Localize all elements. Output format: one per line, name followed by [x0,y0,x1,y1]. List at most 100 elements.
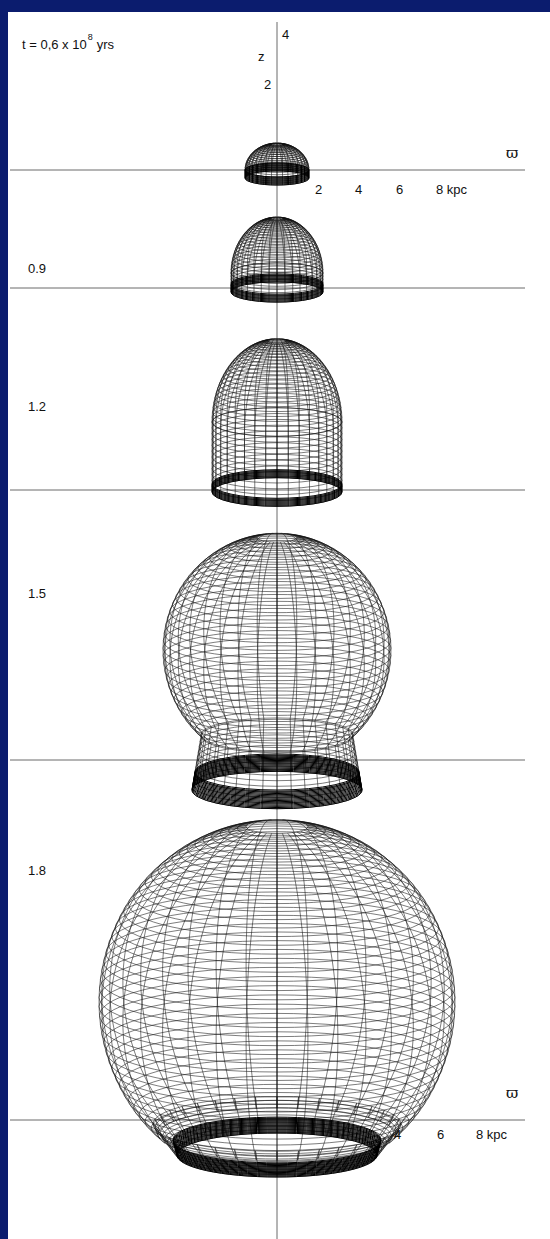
meridian-line [277,217,278,282]
axes [10,22,525,1239]
bubble-wireframe [99,820,455,1177]
bubble-base-band [192,754,362,809]
axis-label: 1.2 [28,400,46,413]
bubble-wireframes [99,143,455,1177]
base-ring [245,164,309,178]
meridian-line [213,340,268,489]
base-ring [173,1118,381,1164]
meridian-line [286,340,341,489]
meridian-line [285,340,333,485]
axis-label: 8 [88,33,93,42]
base-ring [174,1120,381,1165]
meridian-line [170,536,259,783]
bubble-wireframe [245,143,309,185]
axis-symbol: ϖ [506,146,518,161]
meridian-line [286,340,339,487]
meridian-line [308,827,455,1155]
meridian-line [297,822,392,1139]
meridian-line [178,536,260,781]
axis-label: 8 kpc [476,1128,507,1141]
axis-label: 4 [394,1128,401,1141]
axis-label: 2 [315,183,322,196]
meridian-line [282,820,308,1133]
meridian-line [99,827,246,1155]
meridian-line [123,830,250,1166]
meridian-line [283,339,319,481]
meridian-line [269,220,276,302]
meridian-line [255,339,274,479]
axis-label: 8 kpc [436,183,467,196]
axis-label: yrs [97,38,114,51]
bubble-base-band [212,470,342,507]
meridian-line [282,339,310,480]
axis-label: t = 0,6 x 10 [22,38,87,51]
base-ring [173,1117,381,1163]
meridian-line [297,537,390,787]
base-ring [231,276,323,296]
meridian-line [165,537,258,787]
axis-label: 2 [264,78,271,91]
meridian-line [190,535,262,778]
meridian-line [163,538,257,790]
meridian-line [163,822,258,1139]
base-ring [212,471,342,500]
meridian-line [216,820,266,1134]
meridian-line [254,217,274,283]
bubble-base-band [173,1117,381,1177]
meridian-line [284,534,316,773]
meridian-line [278,217,285,282]
meridian-line [110,829,248,1162]
meridian-line [294,536,376,781]
meridian-line [204,534,265,775]
meridian-line [261,217,275,282]
meridian-line [301,822,414,1141]
meridian-line [277,339,278,478]
meridian-line [102,826,247,1152]
meridian-line [255,343,274,506]
base-ring [194,758,360,794]
base-ring [231,274,323,294]
meridian-line [216,340,269,487]
meridian-line [277,533,278,771]
meridian-line [307,826,452,1152]
bubble-wireframe [212,339,342,507]
white-panel [8,12,550,1239]
meridian-line [261,220,275,302]
base-ring [212,473,342,502]
meridian-line [292,821,366,1136]
meridian-line [278,220,285,302]
base-ring [194,757,359,793]
radial-axis [10,490,525,491]
meridian-line [280,339,299,479]
bubble-base-band [245,163,309,185]
meridian-line [110,824,248,1147]
meridian-line [123,823,250,1144]
meridian-line [280,343,299,506]
meridian-line [290,534,351,775]
meridian-line [102,828,247,1159]
meridian-line [288,820,338,1134]
base-ring [212,472,342,501]
base-ring [195,754,359,790]
meridian-line [266,339,276,478]
base-ring [175,1123,380,1168]
meridian-line [269,217,276,282]
base-ring [195,755,359,791]
bubble-wireframe [163,533,391,808]
meridian-line [279,339,289,478]
base-ring [212,470,342,499]
meridian-line [246,820,272,1133]
meridian-line [141,822,254,1141]
base-ring [175,1124,380,1169]
meridian-line [277,820,278,1133]
meridian-line [306,829,444,1162]
meridian-line [257,533,273,771]
meridian-line [279,217,293,282]
base-ring [245,163,309,177]
axis-label: 4 [282,28,289,41]
base-ring [174,1119,381,1165]
meridian-line [212,341,268,492]
axis-label: z [258,50,265,63]
axis-label: 1.8 [28,864,46,877]
